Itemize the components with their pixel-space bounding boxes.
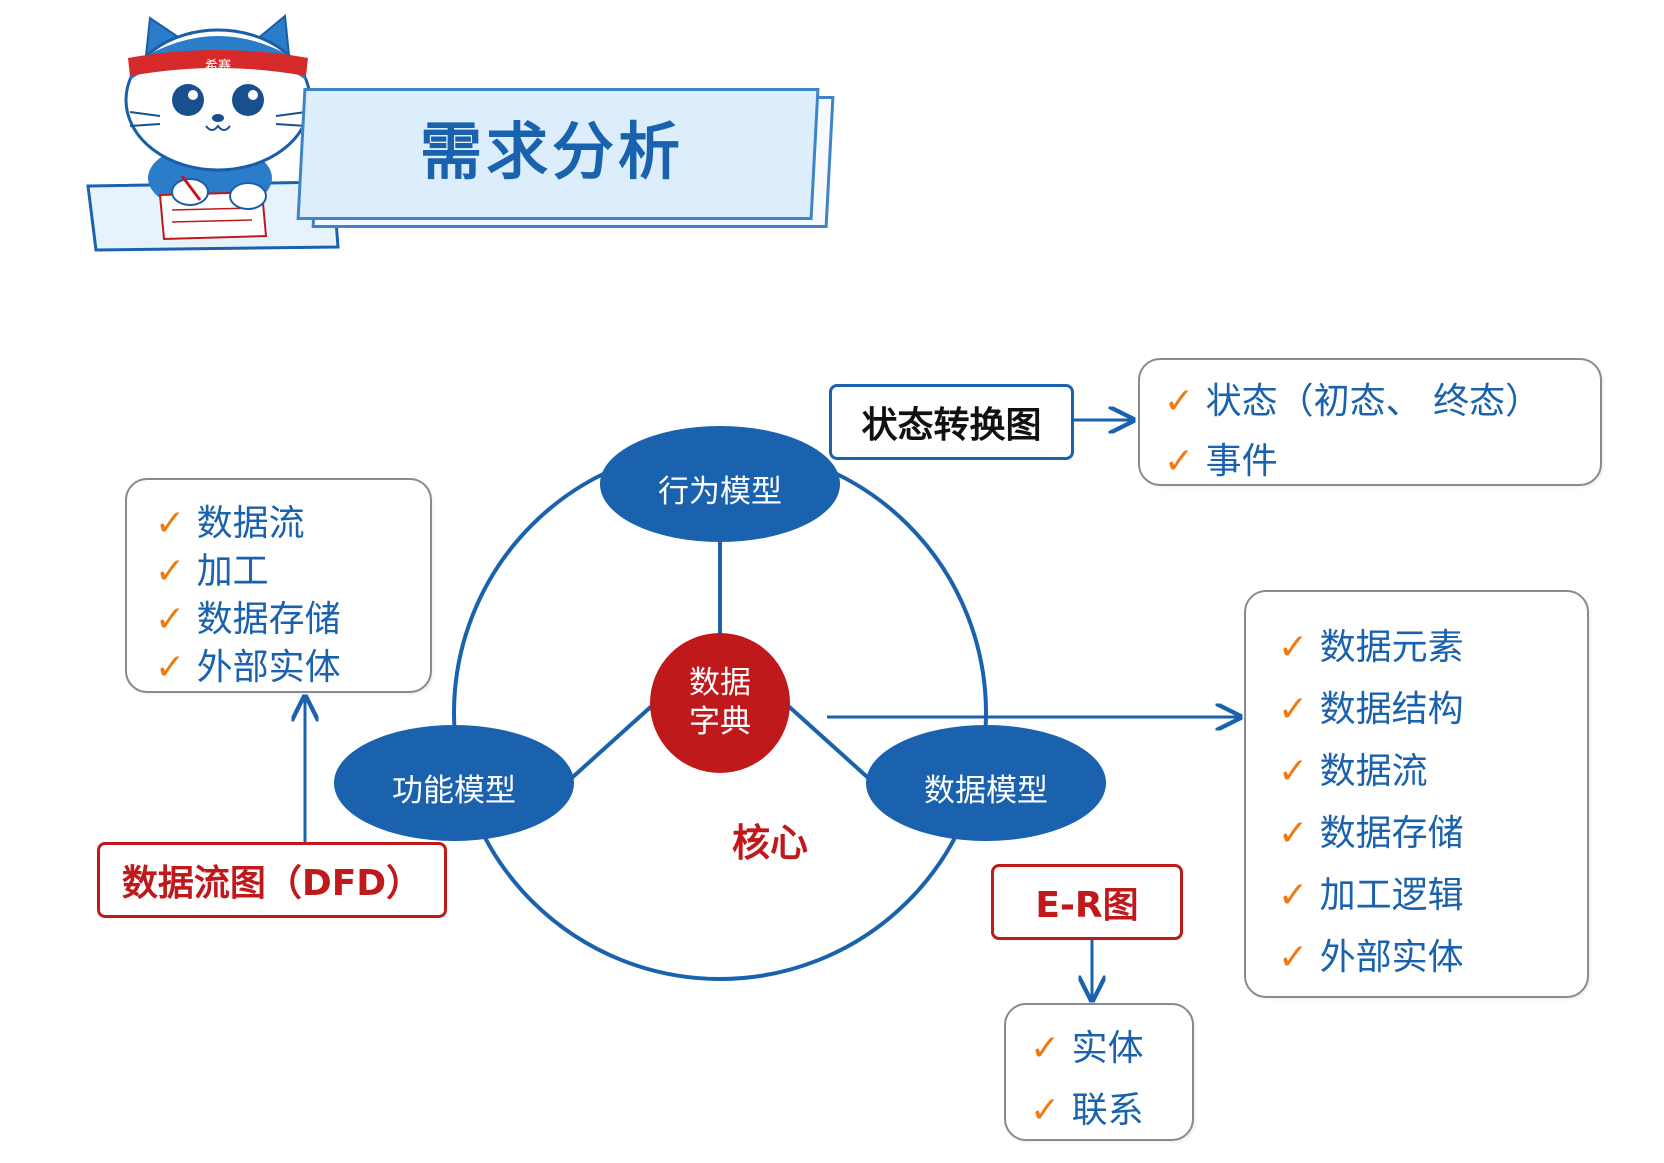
list-item: ✓ 数据元素	[1278, 627, 1464, 668]
behavior-model-label: 行为模型	[658, 474, 782, 510]
check-icon: ✓	[1164, 441, 1195, 482]
list-item: ✓ 数据存储	[1278, 813, 1464, 854]
dfd-items-box: ✓ 数据流 ✓ 加工 ✓ 数据存储 ✓ 外部实体	[125, 478, 432, 693]
check-icon: ✓	[1030, 1090, 1061, 1131]
check-icon: ✓	[1278, 875, 1309, 916]
check-icon: ✓	[1278, 751, 1309, 792]
headband-text: 希赛	[205, 58, 231, 74]
list-item: ✓ 外部实体	[1278, 937, 1464, 978]
list-item: ✓ 外部实体	[155, 647, 341, 688]
list-item: ✓ 事件	[1164, 441, 1278, 482]
check-icon: ✓	[155, 503, 186, 544]
list-item: ✓ 数据结构	[1278, 689, 1464, 730]
state-diagram-label: 状态转换图	[829, 384, 1074, 460]
check-icon: ✓	[1030, 1028, 1061, 1069]
data-model-ellipse	[866, 725, 1106, 841]
er-items-box: ✓ 实体 ✓ 联系	[1004, 1003, 1194, 1141]
list-item: ✓ 实体	[1030, 1028, 1144, 1069]
list-item: ✓ 数据存储	[155, 599, 341, 640]
list-item: ✓ 数据流	[155, 503, 305, 544]
check-icon: ✓	[1278, 937, 1309, 978]
data-dictionary-label: 数据 字典	[660, 664, 780, 742]
list-item: ✓ 数据流	[1278, 751, 1428, 792]
dfd-label: 数据流图（DFD）	[97, 842, 447, 918]
cat-mascot-icon: 希赛	[86, 14, 340, 252]
er-text: E-R图	[1035, 885, 1139, 926]
behavior-model-ellipse	[600, 426, 840, 542]
check-icon: ✓	[1278, 627, 1309, 668]
dictionary-items-box: ✓ 数据元素 ✓ 数据结构 ✓ 数据流 ✓ 数据存储 ✓ 加工逻辑 ✓ 外部实体	[1244, 590, 1589, 998]
function-model-label: 功能模型	[392, 773, 516, 809]
state-items-box: ✓ 状态（初态、 终态） ✓ 事件	[1138, 358, 1602, 486]
check-icon: ✓	[1164, 381, 1195, 422]
er-label: E-R图	[991, 864, 1183, 940]
data-dictionary-circle	[650, 633, 790, 773]
spoke-data	[783, 701, 877, 786]
data-model-label: 数据模型	[924, 773, 1048, 809]
data-dictionary-line1: 数据	[689, 665, 751, 701]
check-icon: ✓	[1278, 813, 1309, 854]
check-icon: ✓	[155, 551, 186, 592]
dfd-text: 数据流图（DFD）	[121, 863, 423, 904]
list-item: ✓ 加工逻辑	[1278, 875, 1464, 916]
spoke-function	[563, 701, 657, 786]
check-icon: ✓	[155, 599, 186, 640]
data-dictionary-line2: 字典	[689, 704, 751, 740]
function-model-ellipse	[334, 725, 574, 841]
page-title: 需求分析	[420, 115, 685, 188]
core-label: 核心	[732, 821, 809, 865]
state-diagram-text: 状态转换图	[861, 405, 1042, 446]
list-item: ✓ 状态（初态、 终态）	[1164, 381, 1542, 422]
check-icon: ✓	[155, 647, 186, 688]
list-item: ✓ 联系	[1030, 1090, 1144, 1131]
check-icon: ✓	[1278, 689, 1309, 730]
list-item: ✓ 加工	[155, 551, 269, 592]
